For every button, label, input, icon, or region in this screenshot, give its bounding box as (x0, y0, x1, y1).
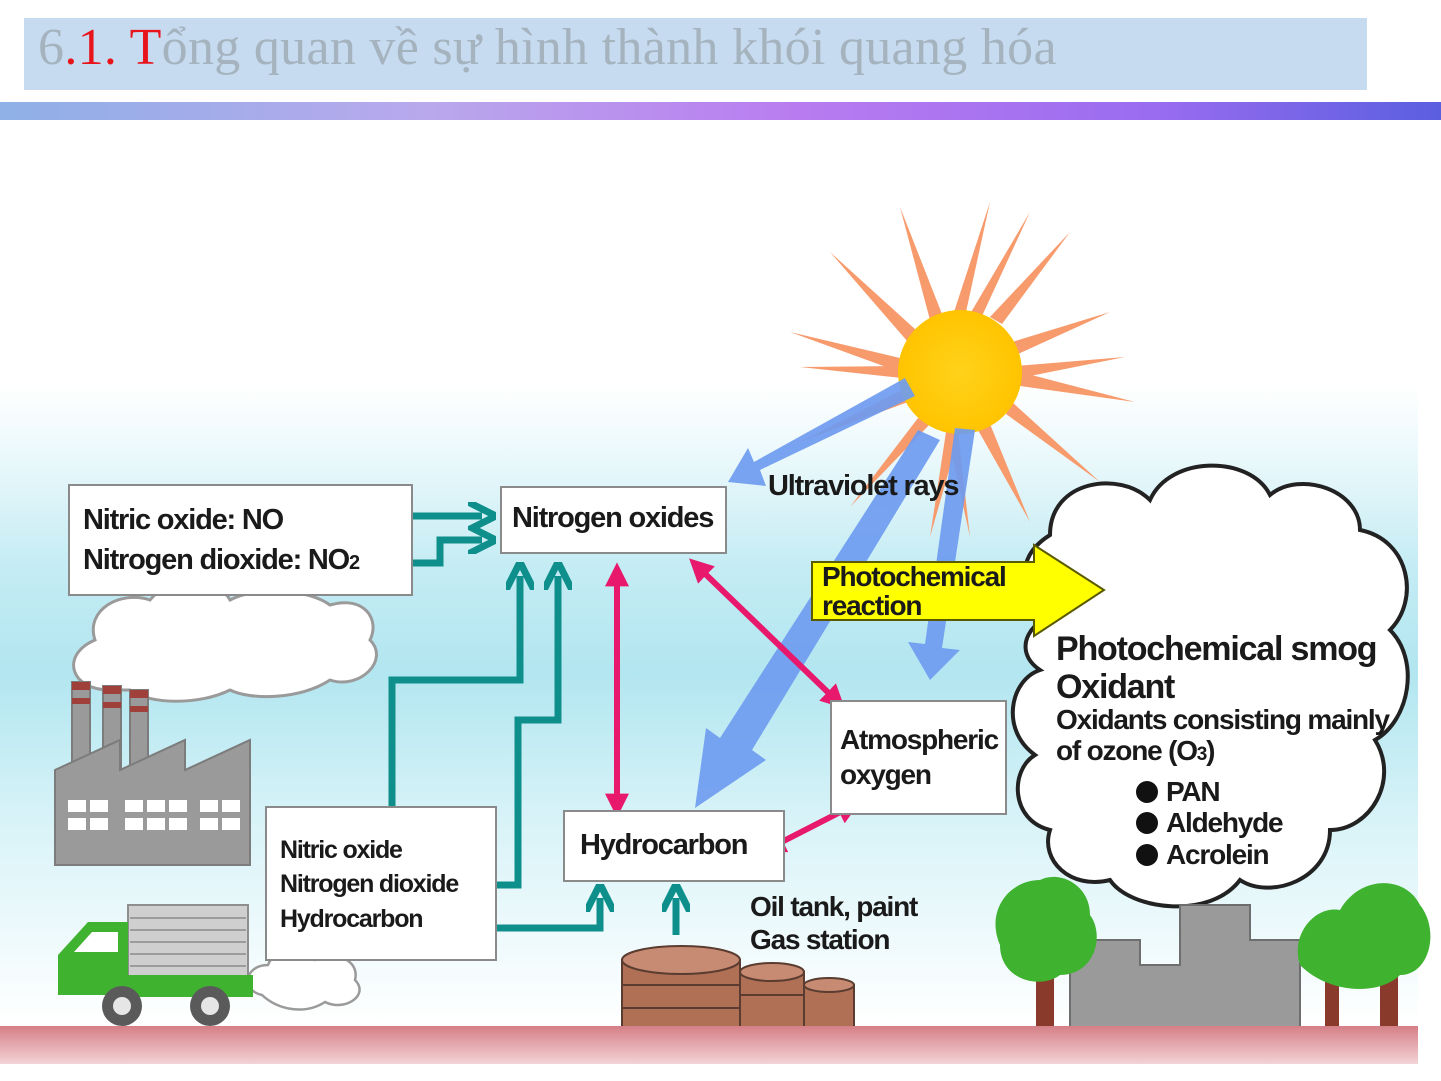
arrow-vehicle-nitric-oxide (388, 576, 520, 808)
slide-title: 6.1. Tổng quan về sự hình thành khói qua… (38, 18, 1057, 77)
nitrogen-oxides-label: Nitrogen oxides (512, 502, 714, 534)
emission-no2-text: Nitrogen dioxide: NO (83, 544, 350, 576)
title-text: ổng quan về sự hình thành khói quang hóa (161, 19, 1057, 76)
smog-desc-line2-text: of ozone (O (1056, 735, 1198, 766)
hydrocarbon-label: Hydrocarbon (580, 829, 748, 861)
emission-no2-label: Nitrogen dioxide: NO2 (83, 544, 360, 576)
bullet-aldehyde (1136, 812, 1158, 834)
city-buildings (1069, 904, 1301, 1031)
bullet-acrolein (1136, 844, 1158, 866)
hydrocarbon-box (563, 810, 785, 882)
arrow-vehicle-hydrocarbon (452, 898, 600, 932)
smog-title: Photochemical smog (1056, 630, 1378, 668)
teal-arrows (388, 516, 676, 935)
smog-item-pan: PAN (1166, 776, 1221, 807)
bullet-pan (1136, 781, 1158, 803)
smog-item-acrolein: Acrolein (1166, 839, 1270, 870)
vehicle-nitrogen-dioxide-label: Nitrogen dioxide (280, 870, 459, 898)
smog-cloud (1010, 463, 1410, 909)
title-number: 6 (38, 19, 65, 76)
vehicle-emission-box (265, 806, 497, 961)
photochemical-reaction-line2: reaction (822, 590, 923, 621)
atmospheric-oxygen-box (830, 700, 1007, 815)
photochemical-arrow (811, 543, 1106, 638)
truck (58, 904, 253, 1026)
smog-oxidant: Oxidant (1056, 668, 1175, 706)
vehicle-nitric-oxide-label: Nitric oxide (280, 836, 403, 864)
emission-box (68, 484, 413, 596)
tree-right (1297, 883, 1431, 1028)
arrow-vehicle-nitrogen-dioxide (480, 576, 558, 889)
nitrogen-oxides-box (500, 486, 727, 554)
atmospheric-label: Atmospheric (840, 724, 999, 755)
uv-arrow-down-right (908, 428, 975, 680)
uv-arrow-left (728, 378, 915, 486)
smog-desc-line2-end: ) (1206, 735, 1215, 766)
arrow-nitrogen-oxides-atmospheric (689, 558, 845, 709)
oxygen-label: oxygen (840, 759, 932, 790)
ultraviolet-label: Ultraviolet rays (768, 470, 960, 502)
smog-desc-subscript: 3 (1196, 744, 1208, 765)
smog-desc-line2: of ozone (O3) (1056, 735, 1216, 766)
gas-station-label: Gas station (750, 924, 890, 955)
tree-left (995, 876, 1097, 1028)
title-initial: T (129, 19, 162, 76)
title-number-suffix: .1. (64, 19, 130, 76)
title-rule (0, 102, 1441, 120)
smog-desc-line1: Oxidants consisting mainly (1056, 704, 1390, 735)
arrow-no2-to-nitrogen-oxides (398, 540, 482, 567)
sun-disc (898, 310, 1022, 434)
emission-no2-subscript: 2 (349, 552, 360, 574)
factory-smoke (72, 581, 378, 703)
photochemical-reaction-line1: Photochemical (822, 561, 1007, 592)
sun (790, 202, 1135, 537)
oil-tanks (621, 945, 855, 1031)
factory (54, 681, 251, 866)
emission-no-label: Nitric oxide: NO (83, 504, 284, 536)
smog-item-aldehyde: Aldehyde (1166, 807, 1284, 838)
vehicle-hydrocarbon-label: Hydrocarbon (280, 905, 424, 933)
title-bar (24, 18, 1367, 90)
oil-tank-label: Oil tank, paint (750, 891, 918, 922)
ground (0, 1026, 1418, 1064)
